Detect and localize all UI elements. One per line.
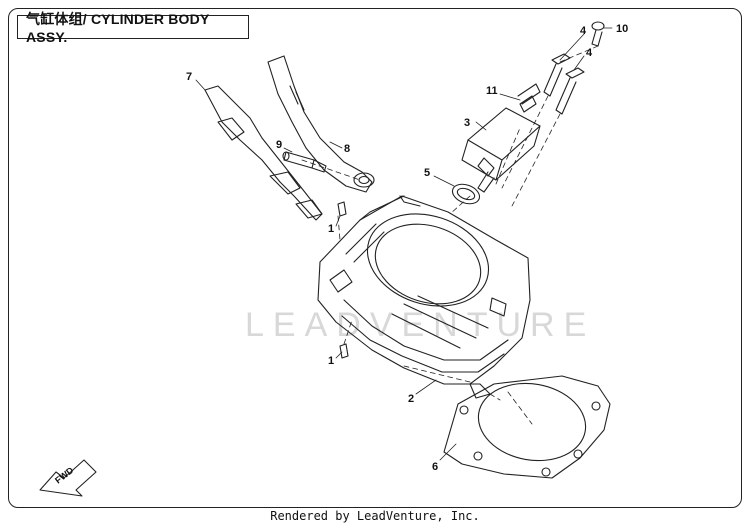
callout-leaders: [195, 27, 613, 461]
tensioner-part-3: [461, 107, 541, 193]
diagram-frame: [8, 8, 742, 508]
head-gasket-part-6: [443, 375, 611, 479]
dowel-pins-part-1: [337, 201, 349, 359]
pivot-pin-part-9: [282, 151, 327, 173]
fwd-arrow: [39, 459, 97, 497]
callout-1a: 1: [328, 223, 334, 235]
watermark-text: LEADVENTURE: [245, 306, 595, 344]
footer-credit: Rendered by LeadVenture, Inc.: [270, 509, 480, 523]
tensioner-arm-part-8: [267, 55, 375, 193]
callout-10: 10: [616, 23, 628, 35]
callout-8: 8: [344, 143, 350, 155]
callout-6: 6: [432, 461, 438, 473]
tensioner-bolt-part-11: [517, 83, 541, 113]
stud-bolts-part-4: [543, 53, 585, 115]
cylinder-body-part-2: [317, 195, 531, 399]
callout-3: 3: [464, 117, 470, 129]
callout-7: 7: [186, 71, 192, 83]
fwd-label: FWD: [53, 465, 76, 486]
callout-2: 2: [408, 393, 414, 405]
gasket-ring-part-5: [451, 183, 481, 205]
callout-5: 5: [424, 167, 430, 179]
callout-4b: 4: [586, 47, 593, 59]
callout-9: 9: [276, 139, 282, 151]
callout-1b: 1: [328, 355, 334, 367]
assembly-dash-lines: [301, 45, 599, 425]
chain-guide-part-7: [204, 85, 323, 221]
callout-11: 11: [486, 85, 498, 97]
callout-4a: 4: [580, 25, 587, 37]
screw-part-10: [591, 21, 605, 47]
